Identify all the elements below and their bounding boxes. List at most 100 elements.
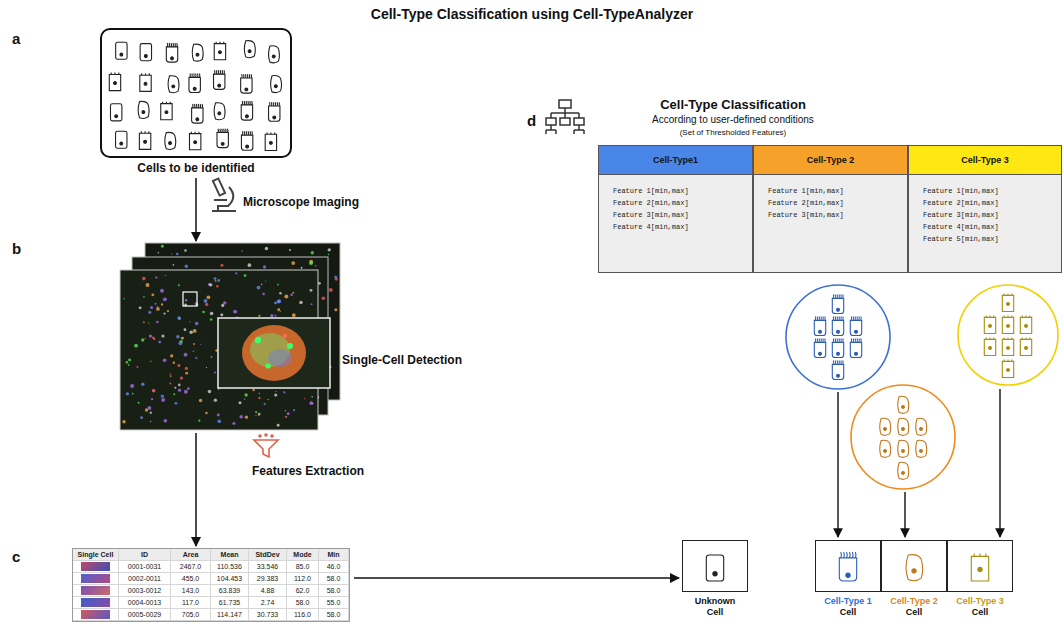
fluorescent-spot <box>167 310 169 312</box>
fluorescent-spot <box>189 331 192 334</box>
fluorescent-spot <box>177 316 181 320</box>
illustration-part <box>144 55 147 58</box>
illustration-part <box>884 427 887 430</box>
fluorescent-spot <box>334 276 337 279</box>
illustration-part <box>842 317 844 321</box>
illustration-part <box>192 108 203 123</box>
illustration-part <box>989 347 992 350</box>
fluorescent-spot <box>136 366 138 368</box>
classified-cell-box: Cell-Type 2Cell <box>881 540 947 618</box>
table-cell: ID <box>119 549 171 561</box>
illustration-part <box>189 77 200 92</box>
illustration-part <box>1025 338 1026 340</box>
fluorescent-spot <box>284 295 288 299</box>
fluorescent-spot <box>156 307 160 311</box>
fluorescent-spot <box>210 318 213 321</box>
cell-thumbnail-image <box>81 586 110 595</box>
illustration-part <box>713 572 717 576</box>
flow-arrow <box>195 178 197 241</box>
cell-drawing <box>140 44 151 61</box>
column-header-band: Cell-Type 2 <box>754 146 907 175</box>
cell-drawing <box>139 131 150 149</box>
illustration-part <box>840 339 842 343</box>
cell-thumbnail-image <box>81 610 110 619</box>
panel-caption: Cells to be identified <box>137 161 254 175</box>
cell-drawing <box>898 440 909 457</box>
cell-drawing <box>110 104 121 121</box>
fluorescent-spot <box>163 313 165 315</box>
fluorescent-spot <box>322 296 326 300</box>
fluorescent-spot <box>161 245 164 248</box>
fluorescent-spot <box>148 311 151 314</box>
fluorescent-spot <box>122 420 125 423</box>
illustration-part <box>993 316 994 318</box>
fluorescent-spot <box>173 264 175 266</box>
illustration-part <box>832 364 843 379</box>
illustration-part <box>269 46 280 63</box>
fluorescent-spot <box>193 350 195 352</box>
illustration-part <box>986 316 987 318</box>
table-cell: 0005-0029 <box>119 609 171 621</box>
fluorescent-spot <box>210 312 214 316</box>
cell-drawing <box>116 131 127 148</box>
column-body: Feature 1[min,max]Feature 2[min,max]Feat… <box>909 175 1061 245</box>
table-cell: 104.453 <box>211 573 249 585</box>
illustration-part <box>172 43 174 47</box>
fluorescent-spot <box>193 329 197 333</box>
feature-condition: Feature 4[min,max] <box>923 221 1061 233</box>
feature-condition: Feature 3[min,max] <box>768 209 907 221</box>
illustration-part <box>985 554 986 557</box>
illustration-part <box>168 76 179 93</box>
fluorescent-spot <box>178 389 181 392</box>
illustration-part <box>833 361 835 365</box>
illustration-part <box>1002 295 1013 311</box>
classified-cell-box: UnknownCell <box>682 540 748 618</box>
illustration-part <box>814 342 825 357</box>
fluorescent-spot <box>160 289 164 293</box>
illustration-part <box>241 78 252 93</box>
fluorescent-spot <box>274 315 276 317</box>
cell-label: Cell <box>707 607 724 618</box>
illustration-part <box>221 129 223 133</box>
illustration-part <box>832 298 843 313</box>
fluorescent-spot <box>279 292 282 295</box>
illustration-part <box>706 555 723 581</box>
feature-condition: Feature 4[min,max] <box>613 221 752 233</box>
fluorescent-spot <box>181 337 184 340</box>
illustration-part <box>1002 339 1013 355</box>
figure-title: Cell-Type Classification using Cell-Type… <box>0 6 1064 22</box>
illustration-part <box>149 73 150 75</box>
fluorescent-spot <box>185 299 187 301</box>
illustration-part <box>1007 360 1008 362</box>
illustration-part <box>192 104 194 108</box>
illustration-part <box>270 132 271 134</box>
cell-drawing <box>244 41 255 58</box>
illustration-part <box>858 317 860 321</box>
fluorescent-spot <box>274 393 277 396</box>
table-cell: 63.839 <box>211 585 249 597</box>
cell-thumbnail <box>73 561 119 573</box>
fluorescent-spot <box>277 308 280 311</box>
illustration-part <box>116 131 127 148</box>
fluorescent-spot <box>132 393 134 395</box>
fluorescent-spot <box>195 357 197 359</box>
fluorescent-spot <box>309 401 313 405</box>
illustration-part <box>109 74 120 90</box>
illustration-part <box>817 339 819 343</box>
illustration-part <box>971 556 988 581</box>
fluorescent-spot <box>177 364 180 367</box>
cell-box-outline <box>947 540 1013 592</box>
illustration-part <box>849 552 851 558</box>
fluorescent-spot <box>263 265 266 268</box>
fluorescent-spot <box>293 409 295 411</box>
illustration-part <box>818 339 820 343</box>
fluorescent-spot <box>128 364 130 366</box>
column-header: Cell-Type1 <box>653 155 698 165</box>
cell-drawing <box>814 317 825 336</box>
illustration-part <box>140 44 151 61</box>
fluorescent-spot <box>312 403 313 404</box>
illustration-part <box>902 405 905 408</box>
illustration-part <box>855 352 858 355</box>
illustration-part <box>283 334 287 338</box>
